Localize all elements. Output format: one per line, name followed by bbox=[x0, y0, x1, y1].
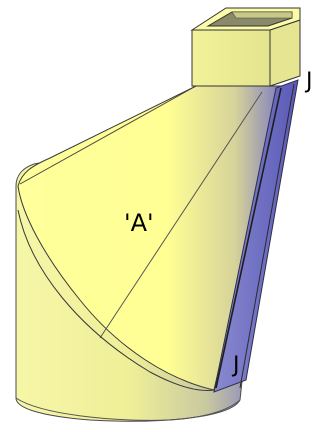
edge-line-left bbox=[19, 85, 197, 185]
bottom-arc bbox=[17, 209, 215, 391]
box-inner-wall bbox=[231, 11, 293, 19]
corner-label-top-j: J bbox=[304, 69, 313, 94]
face-label-a: 'A' bbox=[124, 209, 154, 237]
cone-face bbox=[17, 85, 291, 391]
bottom-rim bbox=[15, 397, 241, 421]
box-side bbox=[269, 19, 301, 87]
edge-line-j-outer bbox=[239, 83, 295, 389]
edge-line-j bbox=[215, 87, 282, 389]
side-flank bbox=[213, 79, 299, 393]
corner-label-bottom-j: J bbox=[231, 353, 240, 378]
edge-line-diagonal bbox=[99, 91, 263, 339]
box-front bbox=[191, 29, 271, 87]
